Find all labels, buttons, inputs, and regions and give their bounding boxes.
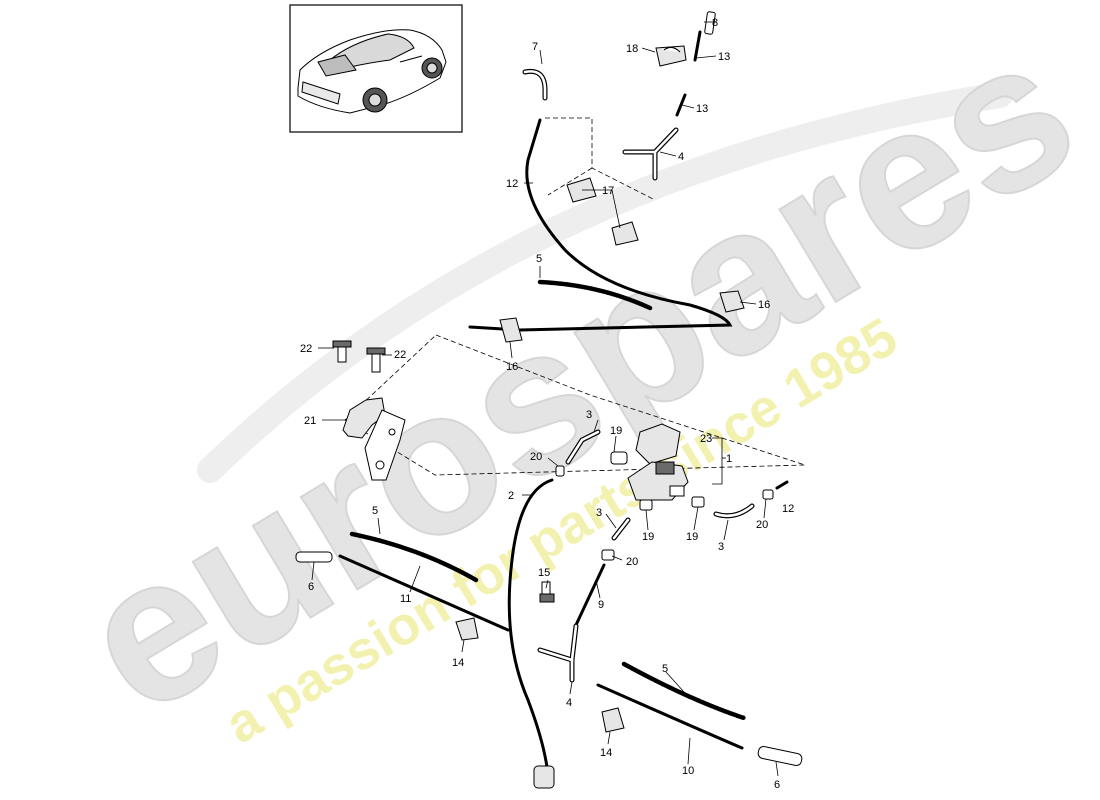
label-part-15: 15: [538, 567, 550, 579]
lower-hose-assembly: [295, 478, 803, 789]
label-part-13: 13: [718, 51, 730, 63]
label-part-14: 14: [452, 657, 464, 669]
label-part-16: 16: [758, 299, 770, 311]
label-part-8: 8: [712, 17, 718, 29]
label-part-3: 3: [596, 507, 602, 519]
label-part-12: 12: [506, 178, 518, 190]
label-part-4: 4: [566, 697, 572, 709]
label-part-16: 16: [506, 361, 518, 373]
label-part-12: 12: [782, 503, 794, 515]
label-part-10: 10: [682, 765, 694, 777]
valve-assembly: [555, 423, 789, 561]
label-part-17: 17: [602, 185, 614, 197]
label-part-19: 19: [686, 531, 698, 543]
label-part-22: 22: [300, 343, 312, 355]
car-icon: [297, 29, 447, 114]
label-part-5: 5: [662, 663, 668, 675]
label-part-11: 11: [400, 593, 411, 605]
label-part-7: 7: [532, 41, 538, 53]
label-part-14: 14: [600, 747, 612, 759]
label-part-6: 6: [308, 581, 314, 593]
label-part-20: 20: [626, 556, 638, 568]
label-part-20: 20: [756, 519, 768, 531]
bracket-assembly: [332, 340, 406, 481]
label-part-21: 21: [304, 415, 316, 427]
label-part-6: 6: [774, 779, 780, 791]
label-part-23: 23: [700, 433, 712, 445]
label-part-5: 5: [536, 253, 542, 265]
label-part-22: 22: [394, 349, 406, 361]
label-part-13: 13: [696, 103, 708, 115]
label-part-2: 2: [508, 490, 514, 502]
label-part-18: 18: [626, 43, 638, 55]
label-part-3: 3: [718, 541, 724, 553]
part-labels: 7 8 18 13 13 4 12 17 5 16 16 22 22 21 3 …: [300, 17, 794, 791]
label-part-20: 20: [530, 451, 542, 463]
label-part-3: 3: [586, 409, 592, 421]
label-part-19: 19: [642, 531, 654, 543]
label-part-5: 5: [372, 505, 378, 517]
label-part-4: 4: [678, 151, 684, 163]
upper-hose-assembly: [468, 11, 745, 343]
label-part-1: 1: [726, 453, 732, 465]
assembly-outlines: [344, 117, 806, 476]
leader-lines: [311, 21, 779, 777]
label-part-9: 9: [598, 599, 604, 611]
car-thumbnail: [289, 4, 463, 133]
label-part-19: 19: [610, 425, 622, 437]
